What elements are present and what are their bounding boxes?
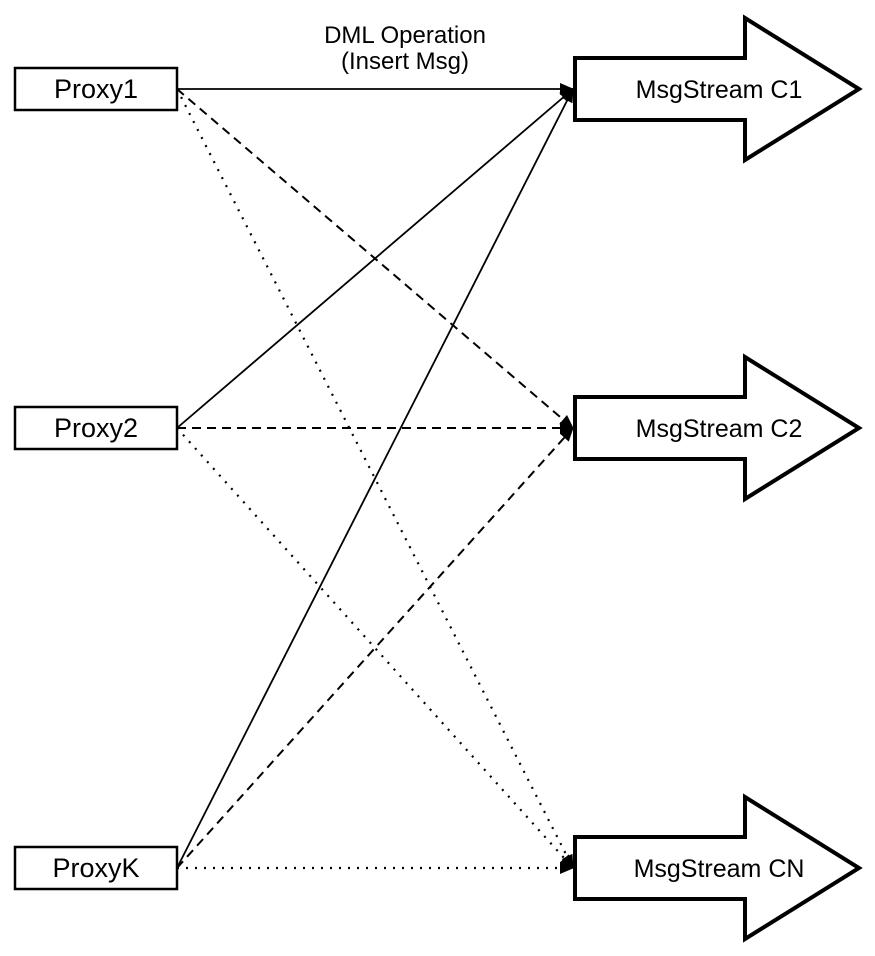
diagram-title-line1: DML Operation bbox=[324, 22, 486, 49]
proxy2-label: Proxy2 bbox=[54, 413, 138, 443]
edges-layer bbox=[176, 83, 574, 874]
c2-arrow-shape bbox=[573, 353, 863, 503]
cn-label: MsgStream CN bbox=[634, 855, 805, 883]
cn-arrow-shape bbox=[573, 793, 863, 943]
c1-label: MsgStream C1 bbox=[636, 76, 803, 104]
proxyk-label: ProxyK bbox=[52, 853, 139, 883]
stream-node-c1: MsgStream C1 bbox=[573, 14, 863, 164]
edge-proxy1-cn-dotted bbox=[176, 88, 574, 869]
diagram-title-line2: (Insert Msg) bbox=[341, 48, 469, 75]
proxy-node-proxy1: Proxy1 bbox=[13, 66, 179, 112]
stream-node-cn: MsgStream CN bbox=[573, 793, 863, 943]
proxy1-box bbox=[13, 66, 179, 112]
edge-proxyk-c1-solid bbox=[176, 88, 574, 869]
stream-node-c2: MsgStream C2 bbox=[573, 353, 863, 503]
proxy-node-proxy2: Proxy2 bbox=[13, 405, 179, 451]
proxyk-box bbox=[13, 845, 179, 891]
proxy1-label: Proxy1 bbox=[54, 74, 138, 104]
edge-proxyk-c2-dashed bbox=[176, 427, 574, 869]
labels-layer: DML Operation (Insert Msg) bbox=[324, 22, 486, 75]
proxy2-box bbox=[13, 405, 179, 451]
edge-proxy2-c1-solid bbox=[176, 88, 574, 429]
c2-label: MsgStream C2 bbox=[636, 415, 803, 443]
proxy-node-proxyk: ProxyK bbox=[13, 845, 179, 891]
c1-arrow-shape bbox=[573, 14, 863, 164]
